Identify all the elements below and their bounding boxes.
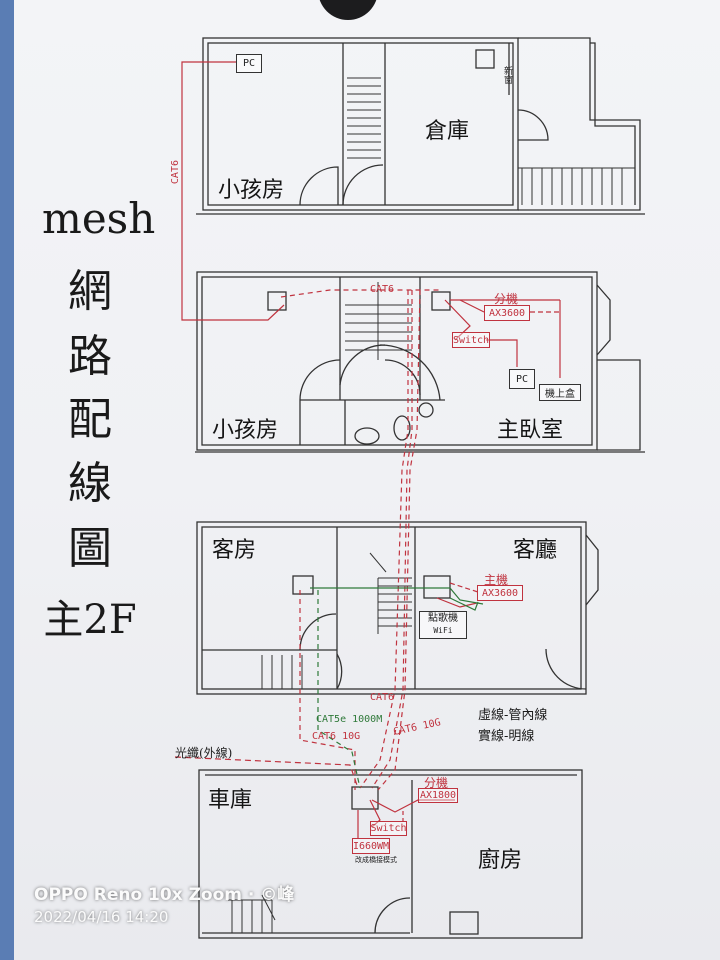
room-upper-master: 主臥室 xyxy=(497,418,564,443)
small-window-label: 新窗 xyxy=(502,66,512,84)
green-wiring xyxy=(310,587,484,789)
fiber-label: 光纖(外線) xyxy=(175,746,233,760)
cable-cat6-10g-left: CAT6 10G xyxy=(312,731,361,742)
floor-ground-walls xyxy=(198,769,583,939)
router-upper-model: AX3600 xyxy=(484,305,530,321)
cable-cat6-upper: CAT6 xyxy=(370,284,395,295)
device-upper-settop: 機上盒 xyxy=(539,384,581,401)
device-middle-karaoke: 點歌機 WiFi xyxy=(419,611,467,639)
room-upper-kids: 小孩房 xyxy=(212,418,279,443)
room-top-kids: 小孩房 xyxy=(218,178,285,203)
router-upper-tag: 分機 xyxy=(494,292,519,306)
title-char-1: 網 xyxy=(68,266,112,317)
switch-upper: Switch xyxy=(452,332,490,348)
cable-cat6-top: CAT6 xyxy=(170,160,181,185)
room-middle-living: 客廳 xyxy=(513,538,558,563)
wifi-label: WiFi xyxy=(433,626,453,635)
router-ground-tag: 分機 xyxy=(424,776,449,790)
room-middle-guest: 客房 xyxy=(212,538,257,563)
legend: 虛線-管內線 實線-明線 xyxy=(478,705,547,747)
modem-note: 改成橋接模式 xyxy=(355,856,397,864)
router-middle-tag: 主機 xyxy=(484,573,509,587)
title-char-4: 線 xyxy=(68,458,112,509)
paper-sheet xyxy=(14,0,720,960)
room-ground-garage: 車庫 xyxy=(208,788,253,813)
floor-middle-walls xyxy=(196,521,599,695)
title-mesh: mesh xyxy=(42,194,156,243)
karaoke-label: 點歌機 xyxy=(428,613,458,624)
title-floor: 主2F xyxy=(43,597,137,643)
room-top-storage: 倉庫 xyxy=(425,119,470,144)
watermark-device: OPPO Reno 10x Zoom · ©峰 xyxy=(34,885,295,905)
floor-upper-walls xyxy=(195,271,645,453)
watermark-datetime: 2022/04/16 14:20 xyxy=(34,908,169,926)
title-char-5: 圖 xyxy=(68,523,112,574)
legend-solid: 實線-明線 xyxy=(478,729,535,744)
legend-dashed: 虛線-管內線 xyxy=(478,708,548,723)
cable-cat6-vertical: CAT6 xyxy=(370,692,395,703)
floor-top-walls xyxy=(196,37,645,215)
router-middle-model: AX3600 xyxy=(477,585,523,601)
switch-ground: Switch xyxy=(370,821,407,836)
device-upper-pc: PC xyxy=(509,369,535,389)
cable-cat5e: CAT5e 1000M xyxy=(316,714,383,725)
title-char-2: 路 xyxy=(68,331,112,382)
red-wiring xyxy=(174,61,561,838)
room-ground-kitchen: 廚房 xyxy=(478,848,523,873)
title-char-3: 配 xyxy=(68,394,112,445)
device-top-pc: PC xyxy=(236,54,262,73)
router-ground-model: AX1800 xyxy=(418,788,458,803)
modem-ground: I660WM xyxy=(352,838,390,854)
magnet xyxy=(318,0,378,20)
